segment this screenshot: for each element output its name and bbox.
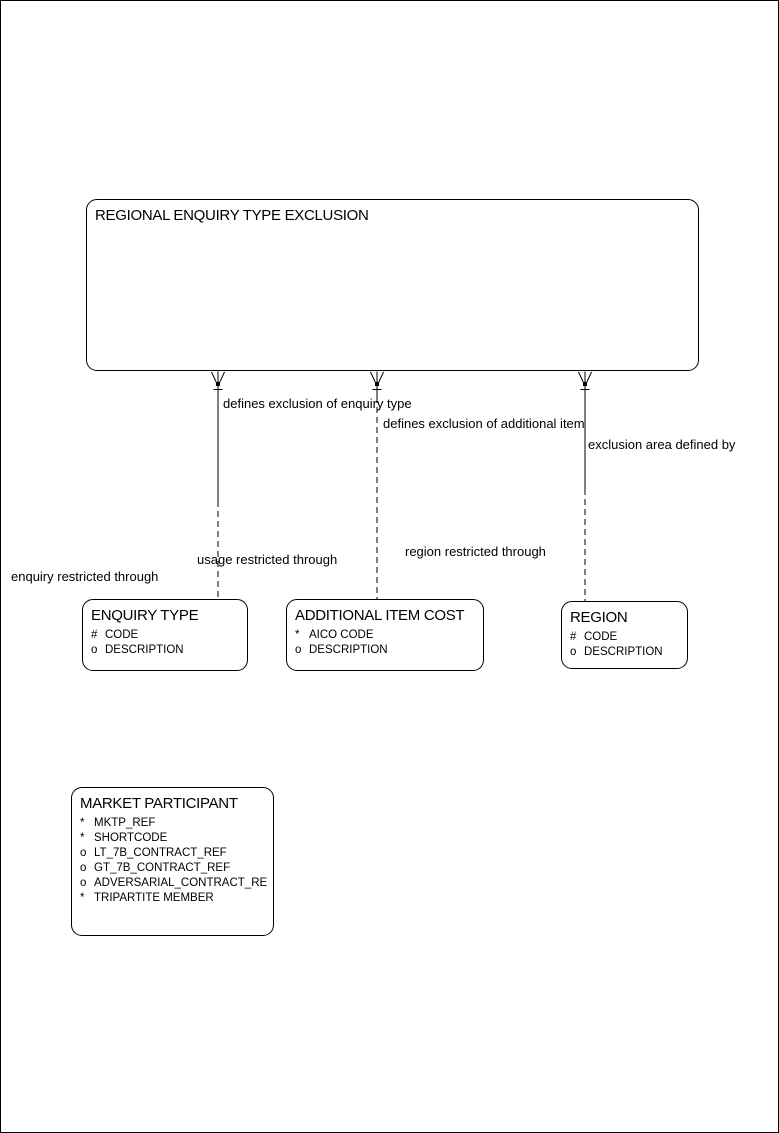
attribute-row: * TRIPARTITE MEMBER [80, 891, 273, 906]
attribute-name: CODE [584, 631, 618, 643]
attribute-row: o DESCRIPTION [570, 645, 687, 660]
attribute-name: DESCRIPTION [309, 644, 388, 656]
attribute-name: CODE [105, 629, 139, 641]
connector-region[interactable] [578, 371, 592, 602]
attribute-name: MKTP_REF [94, 817, 156, 829]
attribute-row: * AICO CODE [295, 628, 483, 643]
attribute-row: # CODE [91, 628, 247, 643]
attribute-row: o ADVERSARIAL_CONTRACT_RE [80, 876, 273, 891]
attribute-marker: * [80, 832, 85, 844]
relationship-label-enquiry-restricted-through: enquiry restricted through [11, 569, 159, 584]
attribute-name: LT_7B_CONTRACT_REF [94, 847, 227, 859]
attribute-row: * MKTP_REF [80, 816, 273, 831]
relationship-label-defines-exclusion-of-enquiry-type: defines exclusion of enquiry type [223, 396, 412, 411]
entity-regional-enquiry-type-exclusion[interactable]: REGIONAL ENQUIRY TYPE EXCLUSION [86, 199, 699, 371]
relationship-label-exclusion-area-defined-by: exclusion area defined by [588, 437, 736, 452]
entity-title: ADDITIONAL ITEM COST [295, 607, 465, 624]
attribute-row: o LT_7B_CONTRACT_REF [80, 846, 273, 861]
attribute-marker: # [570, 631, 577, 643]
attribute-marker: o [80, 847, 87, 859]
relationship-label-defines-exclusion-of-additional-item: defines exclusion of additional item [383, 416, 585, 431]
entity-market-participant[interactable]: MARKET PARTICIPANT * MKTP_REF * SHORTCOD… [71, 787, 274, 936]
connector-enquiry-type[interactable] [211, 371, 225, 600]
attribute-row: o DESCRIPTION [91, 643, 247, 658]
attribute-name: SHORTCODE [94, 832, 168, 844]
attribute-marker: o [91, 644, 98, 656]
attribute-name: DESCRIPTION [584, 646, 663, 658]
attribute-name: AICO CODE [309, 629, 374, 641]
entity-title: REGION [570, 609, 628, 626]
attribute-name: ADVERSARIAL_CONTRACT_RE [94, 877, 268, 889]
entity-title: REGIONAL ENQUIRY TYPE EXCLUSION [95, 207, 369, 224]
attribute-row: o DESCRIPTION [295, 643, 483, 658]
attribute-name: DESCRIPTION [105, 644, 184, 656]
attribute-marker: o [570, 646, 577, 658]
entity-enquiry-type[interactable]: ENQUIRY TYPE # CODE o DESCRIPTION [82, 599, 248, 671]
relationship-label-region-restricted-through: region restricted through [405, 544, 546, 559]
attribute-marker: * [80, 817, 85, 829]
attribute-name: TRIPARTITE MEMBER [94, 892, 214, 904]
attribute-row: o GT_7B_CONTRACT_REF [80, 861, 273, 876]
attribute-marker: * [295, 629, 300, 641]
attribute-name: GT_7B_CONTRACT_REF [94, 862, 231, 874]
attribute-marker: o [80, 862, 87, 874]
attribute-marker: o [80, 877, 87, 889]
entity-title: MARKET PARTICIPANT [80, 795, 238, 812]
relationship-label-usage-restricted-through: usage restricted through [197, 552, 338, 567]
entity-title: ENQUIRY TYPE [91, 607, 199, 624]
entity-additional-item-cost[interactable]: ADDITIONAL ITEM COST * AICO CODE o DESCR… [286, 599, 484, 671]
entity-region[interactable]: REGION # CODE o DESCRIPTION [561, 601, 688, 669]
connector-additional-item-cost[interactable] [370, 371, 384, 600]
attribute-marker: # [91, 629, 98, 641]
attribute-row: # CODE [570, 630, 687, 645]
attribute-marker: * [80, 892, 85, 904]
attribute-row: * SHORTCODE [80, 831, 273, 846]
attribute-marker: o [295, 644, 302, 656]
